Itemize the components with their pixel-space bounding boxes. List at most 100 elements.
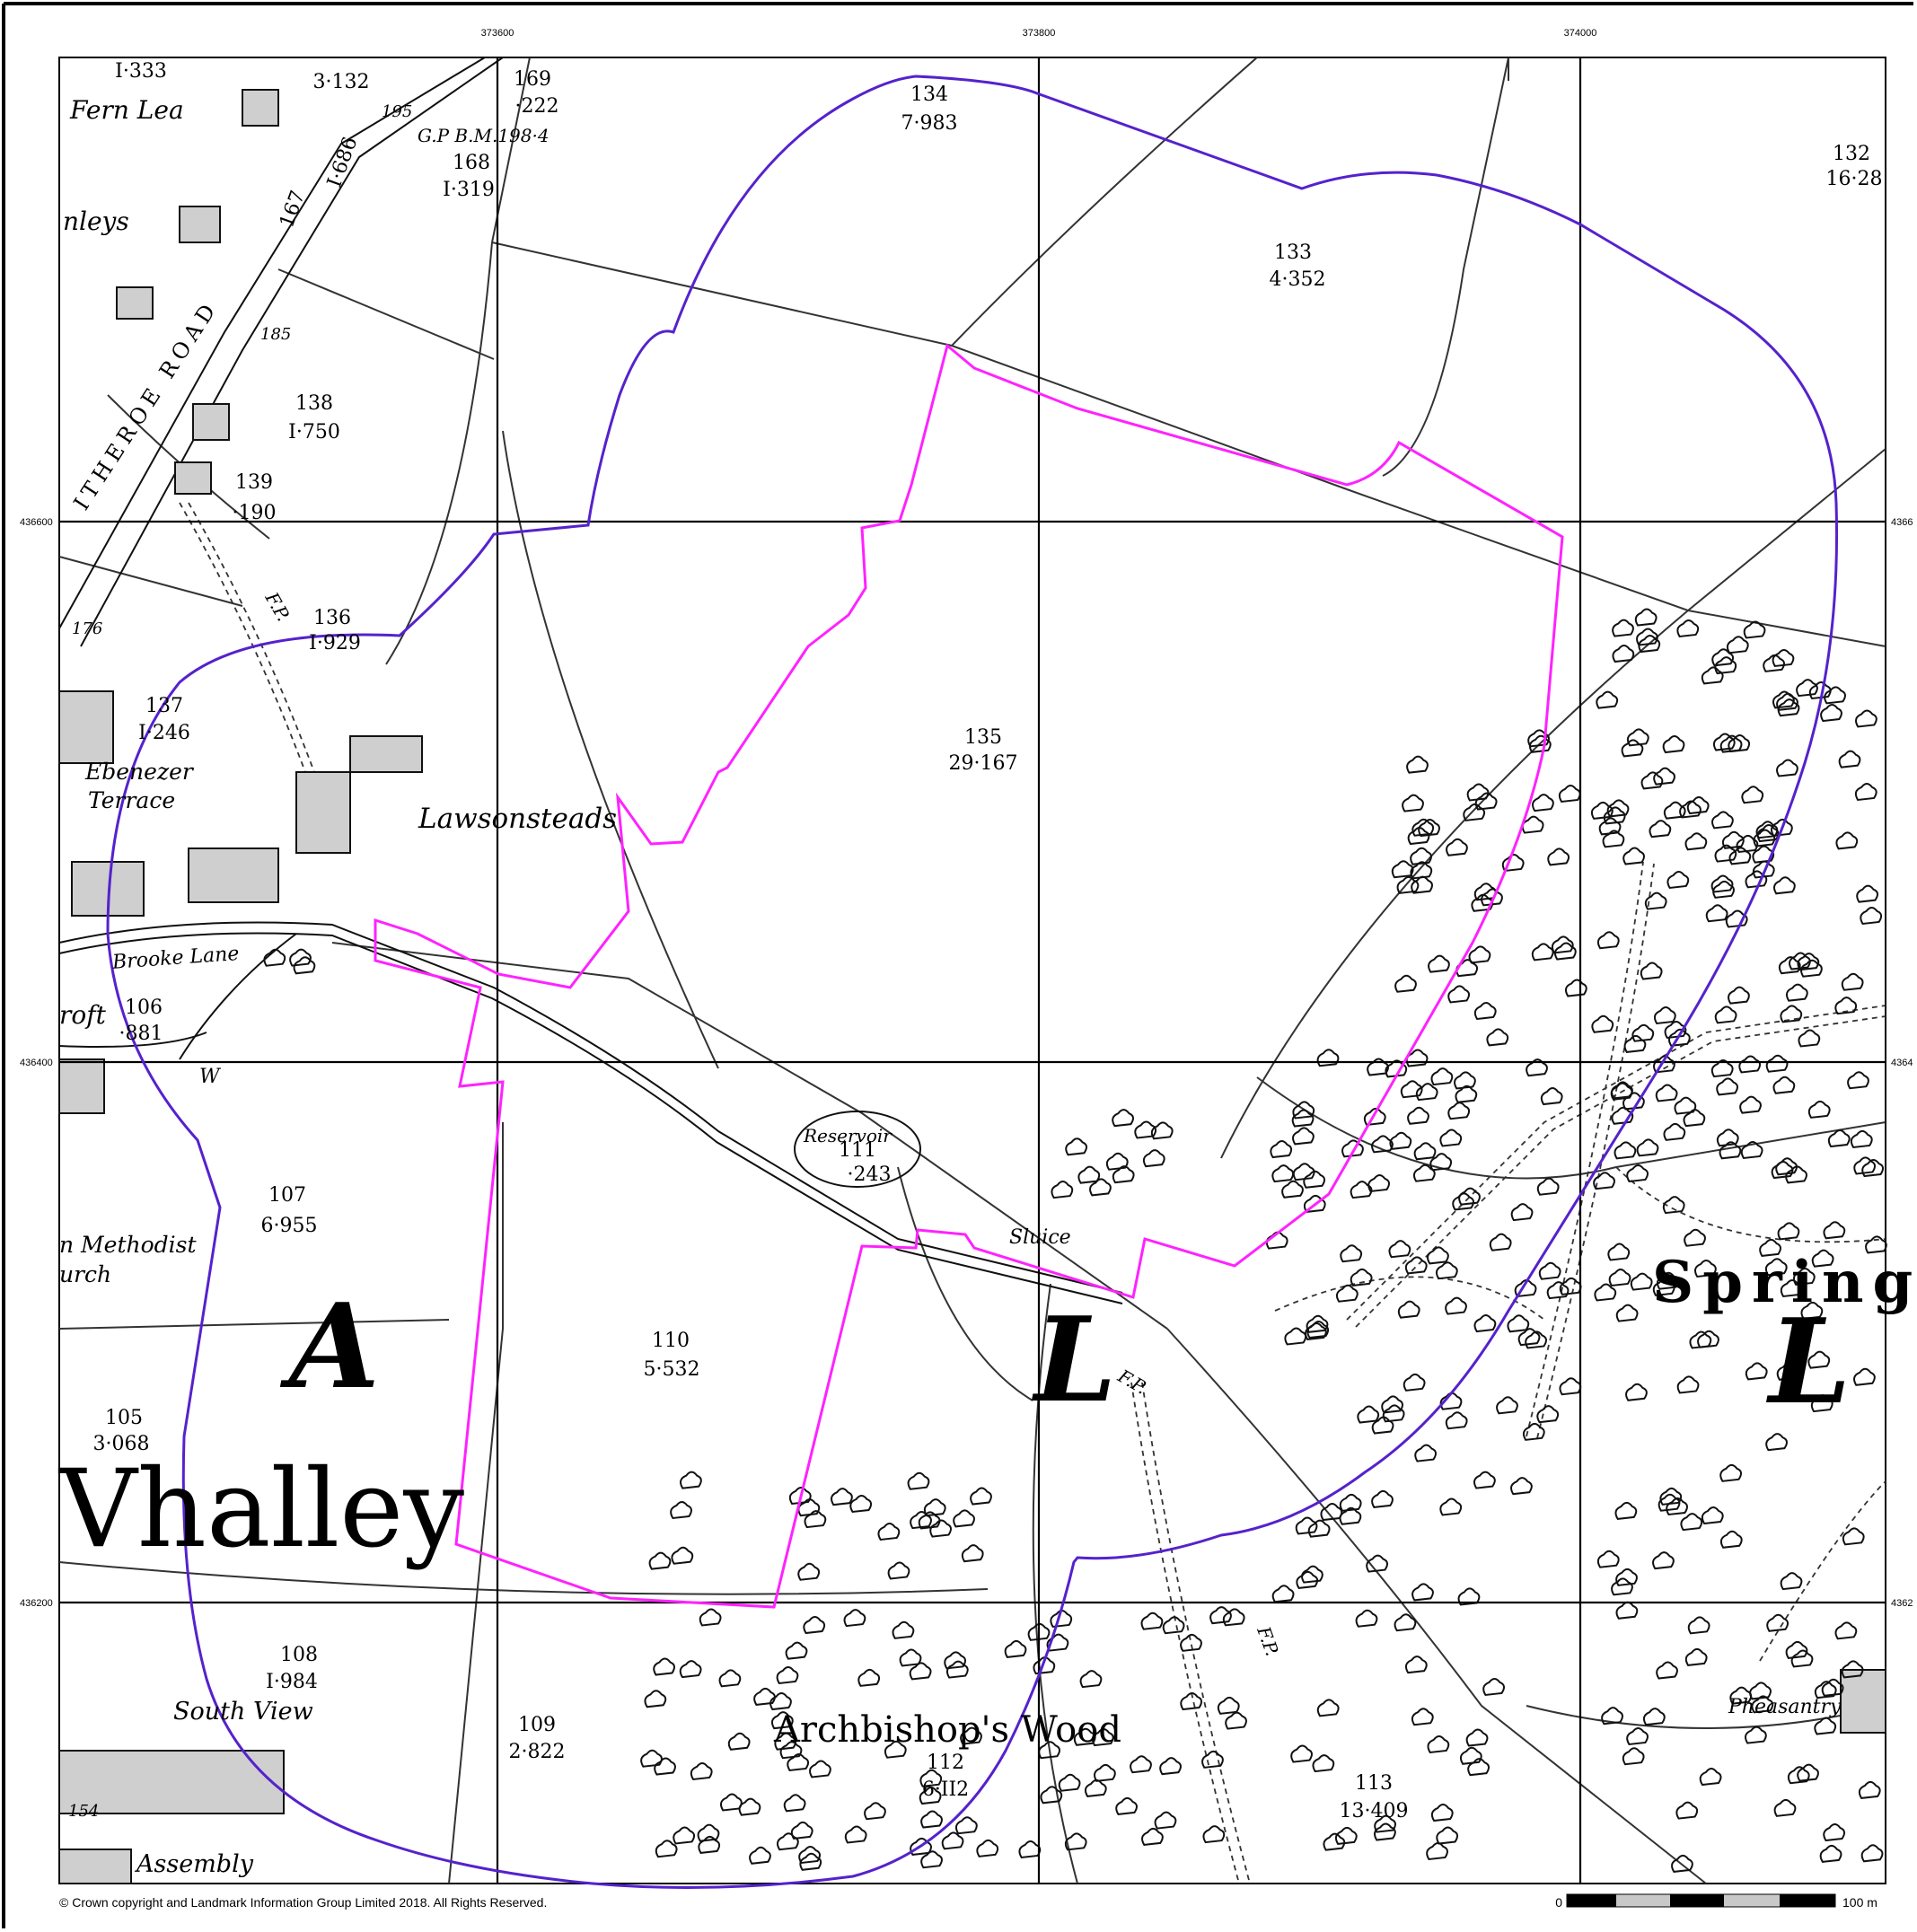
tree-symbol (1593, 1172, 1615, 1190)
tree-symbol (1115, 1796, 1138, 1815)
label-185: 185 (260, 325, 291, 344)
tree-symbol (1785, 983, 1808, 1002)
tree-symbol (1094, 1763, 1116, 1782)
tree-symbol (1436, 1826, 1459, 1845)
tree-symbol (1856, 884, 1878, 903)
tree-symbol (1591, 1014, 1614, 1033)
tree-symbol (1430, 1804, 1454, 1822)
tree-symbol (1374, 1822, 1396, 1841)
tree-symbol (1726, 636, 1749, 654)
tree-symbol (1536, 1177, 1560, 1196)
map-area: I·333 3·132 169 ·222 168 I·319 134 7·983… (57, 57, 1913, 1889)
tree-symbol (1596, 1550, 1620, 1568)
tree-symbol (1699, 1768, 1722, 1787)
tree-symbol (1271, 1585, 1295, 1603)
tree-symbol (1640, 771, 1664, 790)
parcel-area: ·881 (119, 1023, 163, 1045)
tree-symbol (1674, 1096, 1697, 1115)
tree-symbol (1608, 1268, 1631, 1287)
place-big-a: A (279, 1278, 380, 1415)
tree-symbol (1382, 1404, 1405, 1423)
place-methodist: n Methodist (59, 1232, 197, 1258)
tree-symbol (1496, 1396, 1518, 1415)
tree-symbol (753, 1687, 776, 1706)
tree-symbol (1414, 1444, 1438, 1462)
tree-symbol (1540, 1087, 1563, 1106)
tree-symbol (1371, 1416, 1394, 1435)
tree-symbol (727, 1732, 751, 1751)
tree-symbol (1159, 1757, 1182, 1776)
tree-symbol (788, 1486, 812, 1506)
parcel-num: 111 (839, 1139, 876, 1162)
tree-symbol (1413, 1142, 1437, 1161)
tree-symbol (640, 1749, 663, 1768)
tree-symbol (1705, 904, 1728, 923)
tree-symbol (1684, 832, 1708, 851)
tree-symbol (1303, 1170, 1326, 1189)
tree-symbol (1446, 838, 1468, 856)
tree-symbol (1077, 1165, 1101, 1184)
tree-symbol (1084, 1778, 1107, 1797)
tree-symbol (1301, 1565, 1323, 1584)
tree-symbol (690, 1761, 713, 1781)
tree-symbol (1615, 1568, 1638, 1586)
tree-symbol (738, 1797, 761, 1816)
tree-symbol (1295, 1516, 1318, 1535)
tree-symbol (1290, 1744, 1313, 1763)
tree-symbol (1201, 1750, 1224, 1769)
tree-symbol (1694, 1260, 1717, 1278)
grid-labels: 373600 373800 374000 436600 436400 43620… (20, 28, 1913, 1609)
tree-symbol (1755, 821, 1779, 839)
tree-symbol (1457, 1587, 1481, 1606)
tree-symbol (1640, 962, 1663, 980)
tree-symbol (1465, 1728, 1489, 1747)
tree-symbol (1385, 1059, 1408, 1078)
tree-symbol (1743, 620, 1766, 639)
parcel-labels: I·333 3·132 169 ·222 168 I·319 134 7·983… (93, 60, 1883, 1822)
parcel-area: 29·167 (949, 752, 1018, 775)
tree-symbol (1050, 1609, 1073, 1629)
tree-symbol (1394, 974, 1417, 993)
tree-symbol (718, 1669, 742, 1688)
tree-symbol (1745, 870, 1768, 889)
tree-symbol (1454, 1071, 1476, 1090)
parcel-num: 110 (652, 1330, 690, 1352)
tree-symbol (1073, 1727, 1096, 1746)
tree-symbol (1611, 1577, 1633, 1596)
parcel-num: 138 (295, 392, 333, 415)
tree-symbol (1756, 824, 1780, 843)
tree-symbol (797, 1562, 821, 1581)
tree-symbol (1626, 728, 1649, 747)
tree-symbol (1412, 1164, 1436, 1182)
tree-symbol (1841, 1660, 1864, 1679)
tree-symbol (1404, 1655, 1428, 1674)
tree-symbol (1626, 1726, 1649, 1746)
tree-symbol (1482, 1677, 1505, 1697)
tree-symbol (1741, 786, 1764, 804)
tree-symbol (785, 1641, 808, 1660)
tree-symbol (1778, 956, 1801, 975)
tree-symbol (719, 1793, 743, 1812)
tree-symbol (1473, 1001, 1497, 1021)
tree-symbol (1468, 945, 1491, 964)
tree-symbol (1312, 1754, 1335, 1773)
tree-symbol (1860, 1844, 1884, 1863)
tree-symbol (1447, 1102, 1471, 1120)
tree-symbol (1850, 1129, 1873, 1148)
tree-symbol (953, 1509, 975, 1528)
tree-symbol (1403, 1373, 1426, 1392)
tree-symbol (1303, 1194, 1326, 1213)
tree-symbol (1814, 1717, 1837, 1735)
tree-symbol (1644, 891, 1667, 910)
tree-symbol (1765, 1433, 1788, 1452)
tree-symbol (293, 956, 316, 975)
tree-symbol (1439, 1128, 1463, 1147)
tree-symbol (1796, 679, 1818, 698)
tree-symbol (1740, 1140, 1763, 1160)
label-176: 176 (72, 619, 102, 638)
tree-symbol (1447, 985, 1471, 1004)
tree-symbol (1714, 844, 1737, 863)
tree-symbol (1807, 1100, 1831, 1119)
tree-symbol (1739, 1095, 1762, 1114)
